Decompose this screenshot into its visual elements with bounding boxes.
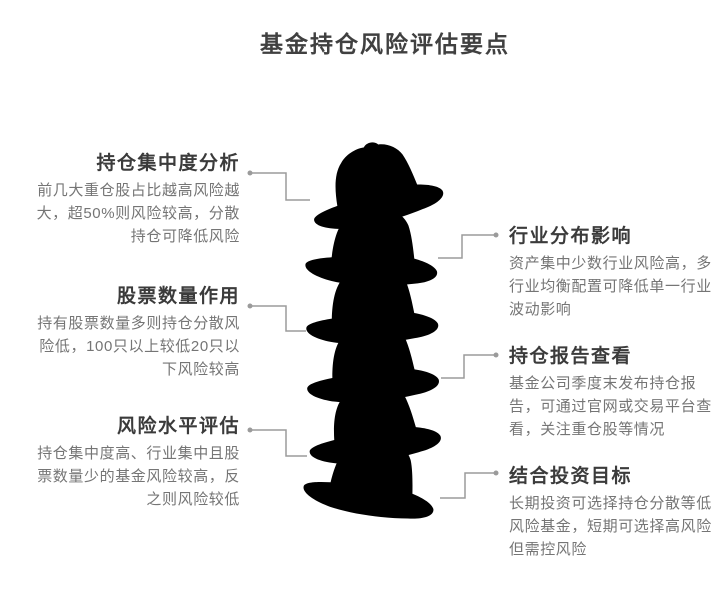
right-item-report: 持仓报告查看 基金公司季度末发布持仓报告，可通过官网或交易平台查看，关注重仓股等… (509, 344, 721, 441)
connector-line-left-2 (250, 305, 306, 332)
right-item-industry-body: 资产集中少数行业风险高，多行业均衡配置可降低单一行业波动影响 (509, 255, 712, 318)
page-title: 基金持仓风险评估要点 (260, 31, 510, 57)
hat-pink (299, 128, 447, 239)
connector-line-right-3 (440, 472, 496, 499)
left-item-risk-level-heading: 风险水平评估 (116, 416, 240, 437)
right-item-goal: 结合投资目标 长期投资可选择持仓分散等低风险基金，短期可选择高风险但需控风险 (509, 464, 721, 561)
connector-dot-right-1 (493, 232, 499, 238)
connector-dot-left-2 (247, 303, 253, 309)
connector-dot-left-3 (247, 427, 253, 433)
right-item-goal-heading: 结合投资目标 (509, 466, 633, 487)
connectors (247, 170, 499, 499)
left-item-concentration-body: 前几大重仓股占比越高风险越大，超50%则风险较高，分散持仓可降低风险 (36, 182, 240, 245)
right-item-report-heading: 持仓报告查看 (509, 346, 633, 367)
connector-dot-left-1 (247, 170, 253, 176)
connector-line-right-2 (441, 354, 496, 379)
connector-dot-right-2 (493, 352, 499, 358)
left-item-risk-level-body: 持仓集中度高、行业集中且股票数量少的基金风险较高，反之则风险较低 (37, 445, 240, 508)
left-item-stock-count: 股票数量作用 持有股票数量多则持仓分散风险低，100只以上较低20只以下风险较高 (28, 284, 240, 381)
right-item-goal-body: 长期投资可选择持仓分散等低风险基金，短期可选择高风险但需控风险 (509, 495, 712, 558)
right-item-industry: 行业分布影响 资产集中少数行业风险高，多行业均衡配置可降低单一行业波动影响 (509, 224, 721, 321)
left-item-stock-count-body: 持有股票数量多则持仓分散风险低，100只以上较低20只以下风险较高 (37, 315, 240, 378)
connector-dot-right-3 (493, 470, 499, 476)
left-item-concentration: 持仓集中度分析 前几大重仓股占比越高风险越大，超50%则风险较高，分散持仓可降低… (28, 151, 240, 248)
hat-stack (299, 128, 447, 526)
left-item-concentration-heading: 持仓集中度分析 (96, 153, 240, 174)
left-item-risk-level: 风险水平评估 持仓集中度高、行业集中且股票数量少的基金风险较高，反之则风险较低 (28, 414, 240, 511)
left-item-stock-count-heading: 股票数量作用 (116, 286, 240, 307)
connector-line-right-1 (438, 234, 496, 259)
right-item-report-body: 基金公司季度末发布持仓报告，可通过官网或交易平台查看，关注重仓股等情况 (509, 375, 712, 438)
connector-line-left-1 (250, 172, 310, 201)
right-item-industry-heading: 行业分布影响 (509, 226, 633, 247)
connector-line-left-3 (250, 429, 307, 457)
